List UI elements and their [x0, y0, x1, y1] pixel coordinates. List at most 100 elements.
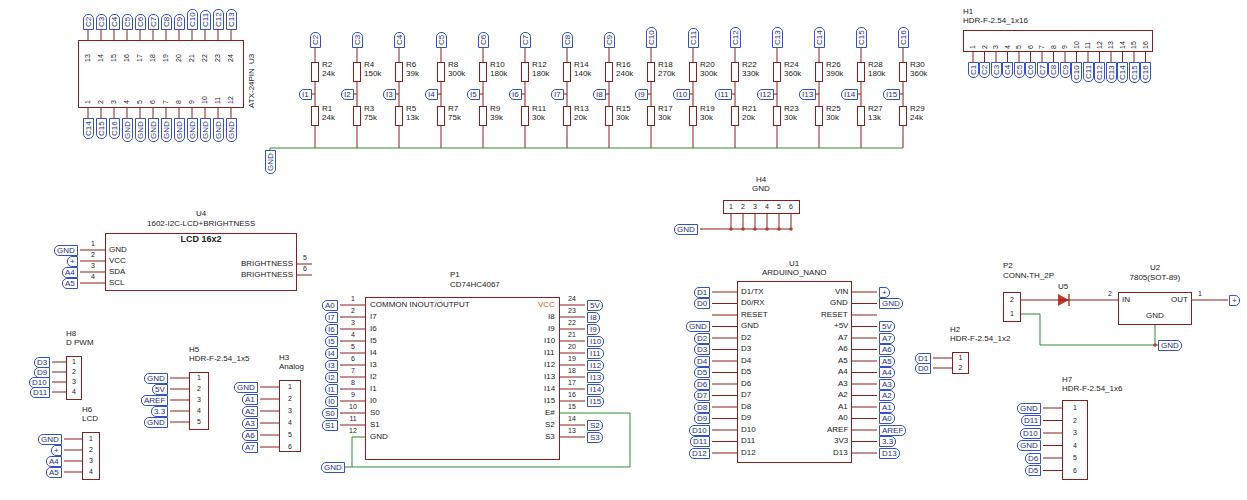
wire [483, 82, 484, 106]
resistance-value: 30k [784, 114, 797, 123]
pin-name: I5 [370, 337, 377, 346]
pin-number: 14 [1119, 41, 1127, 49]
part-label: D PWM [66, 339, 94, 348]
pin-number: 4 [72, 388, 76, 396]
part-label: ARDUINO_NANO [762, 269, 826, 278]
junction-dot [753, 227, 757, 231]
part-label: HDR-F-2.54_1x2 [950, 335, 1010, 344]
pin-name: I2 [370, 373, 377, 382]
pin-number: 2 [1010, 296, 1014, 304]
pin-name: D8 [741, 403, 751, 412]
reference-designator: R19 [700, 105, 715, 114]
net-label: C9 [604, 32, 615, 48]
pin-name: I9 [548, 325, 555, 334]
pin-number: 3 [992, 45, 1000, 49]
pin-name: I6 [370, 325, 377, 334]
part-label: ATX-24PIN [248, 68, 257, 108]
wire [315, 82, 316, 106]
resistor-symbol: R1730k [647, 106, 655, 126]
net-label: + [51, 445, 62, 456]
net-label: C10 [1071, 62, 1082, 83]
part-label: HDR-F-2.54_1x6 [1062, 385, 1122, 394]
net-label: I13 [587, 372, 604, 383]
pin-name: D5 [741, 368, 751, 377]
net-label: S0 [322, 408, 338, 419]
net-label: I1 [299, 89, 312, 100]
pin-number: 6 [149, 100, 157, 104]
wire [861, 82, 862, 106]
wire [1021, 300, 1118, 301]
net-label: C3 [96, 14, 107, 30]
reference-designator: R26 [826, 61, 841, 70]
net-label: C8 [161, 14, 172, 30]
net-label: A2 [879, 390, 895, 401]
net-label: C11 [1083, 62, 1094, 82]
pin-number: 5 [1073, 454, 1077, 462]
pin-number: 4 [765, 203, 769, 211]
pin-header: H1HDR-F-2.54_1x1612345678910111213141516 [963, 30, 1153, 52]
part-label: HDR-F-2.54_1x5 [189, 355, 249, 364]
net-label: I2 [341, 89, 354, 100]
resistance-value: 270k [658, 70, 675, 79]
net-label: I12 [757, 89, 774, 100]
net-label: C13 [1106, 62, 1117, 83]
pin-number: 18 [149, 54, 157, 62]
pin-name: D4 [741, 357, 751, 366]
pin-name: I11 [544, 349, 555, 358]
net-label: 3.3 [879, 436, 896, 447]
pin-name: D11 [741, 437, 755, 446]
net-label: I7 [325, 312, 338, 323]
net-label: A5 [46, 467, 62, 478]
resistor-symbol: R18270k [647, 62, 655, 82]
pin-number: 12 [227, 96, 235, 104]
pin-name: AREF [827, 426, 848, 435]
net-label: C2 [979, 62, 990, 78]
part-label: P1 [450, 271, 460, 280]
net-label: GND [226, 118, 237, 142]
part-label: U5 [1058, 283, 1068, 292]
pin-number: 7 [162, 100, 170, 104]
pin-name: I0 [370, 397, 377, 406]
resistor-symbol: R1930k [689, 106, 697, 126]
pin-name: COMMON INOUT/OUTPUT [370, 301, 470, 310]
reference-designator: R6 [406, 61, 416, 70]
resistance-value: 75k [364, 114, 377, 123]
net-label: A7 [879, 333, 895, 344]
pin-number: 20 [568, 343, 576, 351]
pin-name: S2 [545, 421, 555, 430]
resistance-value: 24k [322, 70, 335, 79]
pin-name: GND [1146, 312, 1164, 321]
net-label: I3 [383, 89, 396, 100]
pin-number: 2 [981, 45, 989, 49]
net-label: I2 [325, 372, 338, 383]
pin-number: 14 [97, 54, 105, 62]
reference-designator: R18 [658, 61, 673, 70]
net-label: I7 [551, 89, 564, 100]
junction-dot [741, 227, 745, 231]
pin-number: 13 [568, 427, 576, 435]
pin-line [700, 214, 791, 229]
pin-name: VIN [835, 288, 848, 297]
net-label: I10 [673, 89, 690, 100]
part-label: CONN-TH_2P [1003, 272, 1054, 281]
resistor-symbol: R375k [353, 106, 361, 126]
net-label: C3 [352, 32, 363, 48]
net-label: D3 [694, 344, 710, 355]
pin-header: H4GND123456 [723, 200, 800, 214]
pin-name: VCC [538, 301, 555, 310]
resistor-symbol: R2530k [815, 106, 823, 126]
pin-number: 1 [72, 358, 76, 366]
pin-number: 22 [201, 54, 209, 62]
pin-name: I13 [544, 373, 555, 382]
net-label: GND [161, 118, 172, 142]
resistance-value: 360k [910, 70, 927, 79]
pin-name: GND [830, 299, 848, 308]
wire [777, 82, 778, 106]
pin-number: 3 [197, 396, 201, 404]
net-label: I1 [325, 384, 338, 395]
resistance-value: 20k [574, 114, 587, 123]
pin-number: 5 [303, 254, 307, 262]
divider-wire [315, 126, 903, 148]
net-label: D2 [694, 333, 710, 344]
pin-number: 18 [568, 367, 576, 375]
